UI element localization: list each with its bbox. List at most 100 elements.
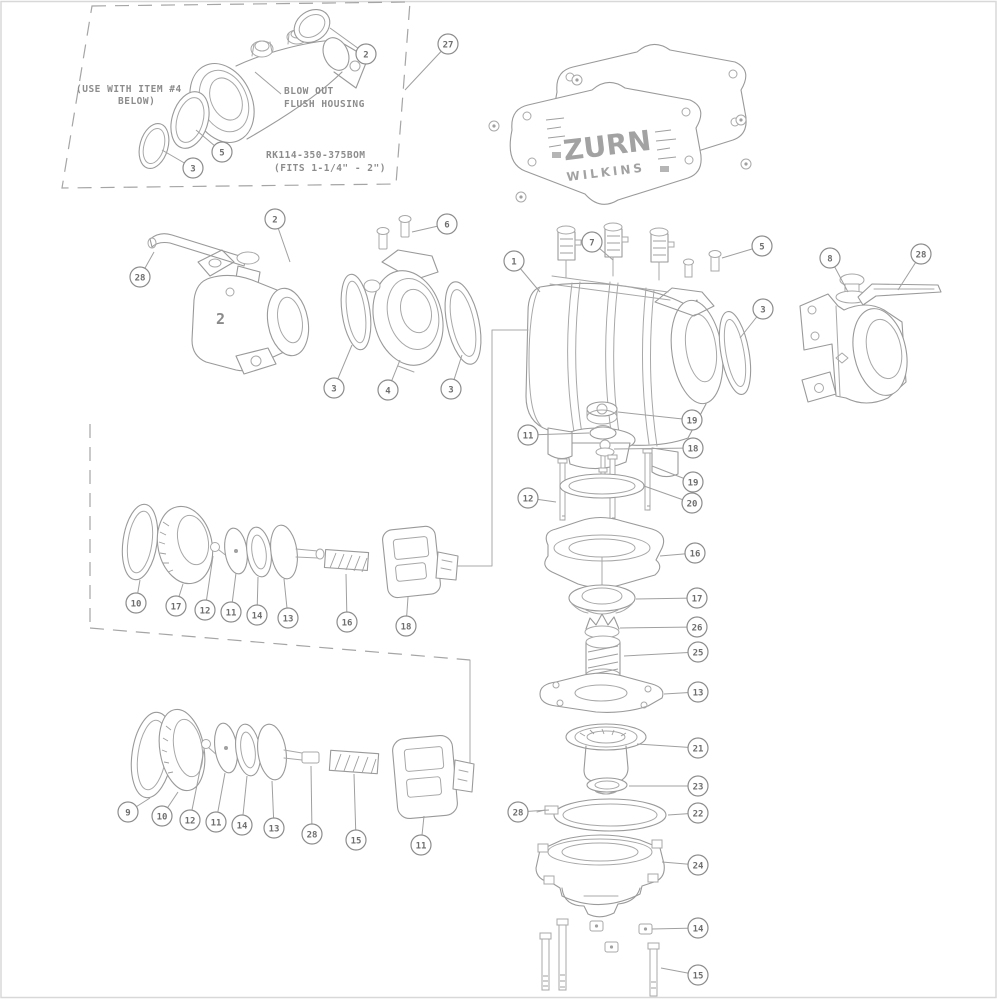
svg-text:9: 9 (125, 808, 130, 818)
left-valve-foot-hole (250, 355, 262, 367)
stack-bolts (539, 918, 660, 997)
row2-cage (392, 734, 475, 820)
callout-24: 24 (661, 854, 709, 876)
left-valve-port-hole (225, 287, 235, 297)
svg-text:14: 14 (693, 924, 704, 934)
svg-text:27: 27 (443, 40, 454, 50)
svg-text:28: 28 (307, 830, 318, 840)
check-assembly-1 (121, 503, 459, 599)
callout-15: 15 (345, 773, 367, 851)
callout-28: 28 (301, 765, 323, 845)
svg-text:2: 2 (272, 215, 277, 225)
main-body-bolts (683, 250, 722, 278)
stack-lower-casting (535, 834, 665, 918)
stack-seat-module (565, 723, 647, 795)
svg-text:16: 16 (342, 618, 353, 628)
svg-text:13: 13 (269, 824, 280, 834)
left-valve-handle (149, 233, 247, 267)
right-ball-valve (799, 273, 942, 404)
center-stack (535, 401, 667, 997)
svg-text:11: 11 (226, 608, 237, 618)
stack-vent-poppet (584, 613, 620, 639)
callout-18: 18 (613, 437, 704, 459)
kit-part-number: RK114-350-375BOM (266, 150, 366, 161)
callout-12: 12 (179, 749, 205, 831)
nameplate-group: ZURN WILKINS (488, 43, 752, 205)
left-valve-flange (266, 287, 310, 357)
svg-text:3: 3 (448, 385, 453, 395)
test-cock-1 (556, 225, 582, 279)
kit-box-outline (61, 1, 411, 189)
callout-11: 11 (205, 772, 227, 833)
row2-seal-cup (158, 708, 206, 792)
svg-text:28: 28 (135, 273, 146, 283)
svg-text:5: 5 (219, 148, 224, 158)
cover-stub (363, 279, 381, 293)
left-valve-lug-hole (208, 258, 222, 268)
callout-15: 15 (660, 964, 709, 986)
right-valve-foot (801, 371, 837, 403)
svg-text:3: 3 (760, 305, 765, 315)
kit-housing-label-line1: BLOW OUT (284, 86, 334, 97)
left-ball-valve: 2 (147, 233, 310, 375)
callout-13: 13 (663, 681, 709, 703)
callout-3: 3 (440, 354, 463, 400)
main-body-rib2 (605, 281, 621, 441)
test-cocks (556, 222, 675, 281)
svg-text:12: 12 (185, 816, 196, 826)
svg-text:8: 8 (827, 254, 832, 264)
svg-text:12: 12 (523, 494, 534, 504)
link-row2 (457, 659, 471, 777)
row1-oring-inner (126, 510, 154, 574)
right-valve-hole1 (807, 305, 817, 315)
main-body (525, 222, 752, 478)
callout-27: 27 (404, 33, 459, 91)
svg-text:19: 19 (687, 416, 698, 426)
nameplate-hole (522, 111, 532, 121)
callout-19: 19 (617, 409, 703, 431)
kit-fits: (FITS 1-1/4" - 2") (274, 163, 386, 174)
row2-disc-hole (224, 746, 228, 750)
kit-oring-small (138, 123, 170, 169)
callout-25: 25 (623, 641, 709, 663)
callout-5: 5 (195, 129, 233, 163)
callout-12: 12 (194, 555, 216, 621)
svg-text:12: 12 (200, 606, 211, 616)
callout-2: 2 (264, 208, 291, 263)
callout-11: 11 (410, 815, 432, 856)
nameplate-front (509, 81, 702, 205)
svg-text:15: 15 (351, 836, 362, 846)
main-body-foot-left (547, 427, 573, 460)
stack-bonnet (544, 516, 665, 589)
svg-text:28: 28 (513, 808, 524, 818)
main-body-foot-right (651, 447, 679, 478)
svg-text:6: 6 (444, 220, 449, 230)
callout-16: 16 (659, 542, 706, 564)
callout-13: 13 (277, 578, 299, 629)
nameplate-screws (488, 74, 752, 203)
main-body-clamp (654, 287, 715, 317)
callout-21: 21 (636, 737, 709, 759)
cover-bolts (376, 215, 412, 250)
nameplate-hole2 (527, 157, 537, 167)
svg-text:20: 20 (687, 499, 698, 509)
svg-text:21: 21 (693, 744, 704, 754)
left-valve-flange-bore (277, 296, 303, 344)
cover-oring-right (444, 281, 482, 365)
svg-text:13: 13 (283, 614, 294, 624)
svg-text:11: 11 (416, 841, 427, 851)
cover-oring-right-inner (449, 289, 477, 357)
callout-17: 17 (635, 587, 708, 609)
left-valve-stem-nut (236, 251, 260, 265)
right-valve-drain-plug (835, 352, 849, 364)
svg-text:3: 3 (331, 384, 336, 394)
kit-box: (USE WITH ITEM #4 BELOW) BLOW OUT FLUSH … (61, 1, 411, 189)
callout-18: 18 (395, 596, 417, 637)
cover-flange-group (340, 215, 482, 373)
callout-3: 3 (323, 344, 353, 399)
stack-dome (589, 425, 617, 440)
row1-disc-hole (234, 549, 238, 553)
callout-3: 3 (161, 149, 204, 179)
